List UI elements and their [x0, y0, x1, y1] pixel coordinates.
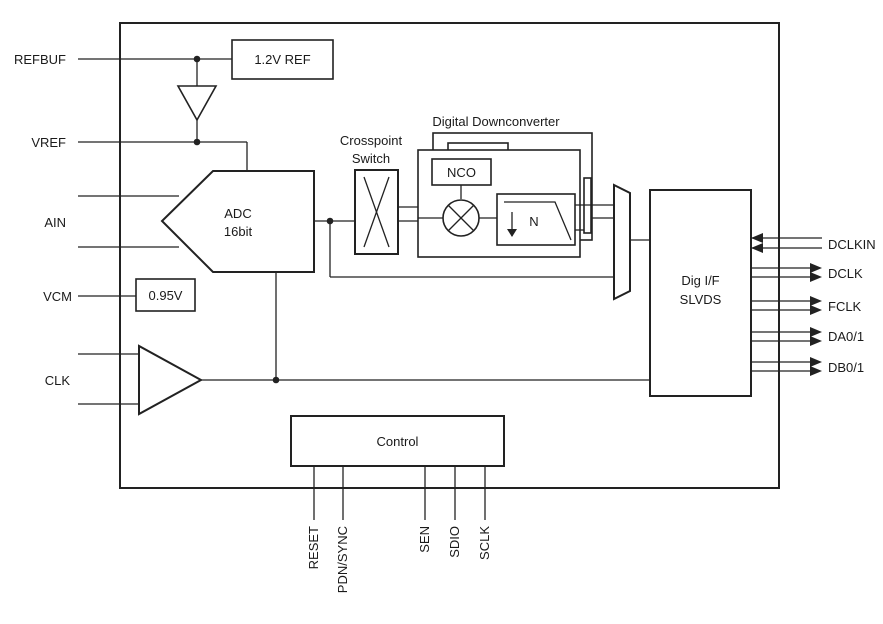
clk-buffer-triangle	[138, 344, 204, 416]
adc-block	[160, 170, 315, 273]
output-mux	[613, 183, 631, 301]
dig-if-block	[649, 189, 752, 397]
pin-fclk: FCLK	[828, 299, 862, 314]
decimation-factor-label: N	[529, 214, 538, 229]
pin-vcm: VCM	[43, 289, 72, 304]
pin-vref: VREF	[31, 135, 66, 150]
crosspoint-label-line2: Switch	[352, 151, 390, 166]
pin-db: DB0/1	[828, 360, 864, 375]
dig-if-label-line1: Dig I/F	[681, 273, 719, 288]
pin-refbuf: REFBUF	[14, 52, 66, 67]
pin-dclk: DCLK	[828, 266, 863, 281]
ddc-title: Digital Downconverter	[432, 114, 560, 129]
pin-ain: AIN	[44, 215, 66, 230]
vcm-ref-block	[135, 278, 196, 312]
pin-clk: CLK	[45, 373, 71, 388]
control-block	[290, 415, 505, 467]
adc-label-line1: ADC	[224, 206, 251, 221]
vcm-ref-label: 0.95V	[149, 288, 183, 303]
control-label: Control	[377, 434, 419, 449]
crosspoint-label-line1: Crosspoint	[340, 133, 403, 148]
ref-1v2-block	[231, 39, 334, 80]
pin-pdn-sync: PDN/SYNC	[335, 526, 350, 593]
dig-if-label-line2: SLVDS	[680, 292, 722, 307]
pin-reset: RESET	[306, 526, 321, 569]
pin-da: DA0/1	[828, 329, 864, 344]
pin-sclk: SCLK	[477, 526, 492, 560]
ref-buffer-triangle	[176, 85, 218, 122]
pin-sdio: SDIO	[447, 526, 462, 558]
pin-sen: SEN	[417, 526, 432, 553]
ref-1v2-label: 1.2V REF	[254, 52, 310, 67]
pin-dclkin: DCLKIN	[828, 237, 876, 252]
adc-label-line2: 16bit	[224, 224, 253, 239]
nco-label: NCO	[447, 165, 476, 180]
